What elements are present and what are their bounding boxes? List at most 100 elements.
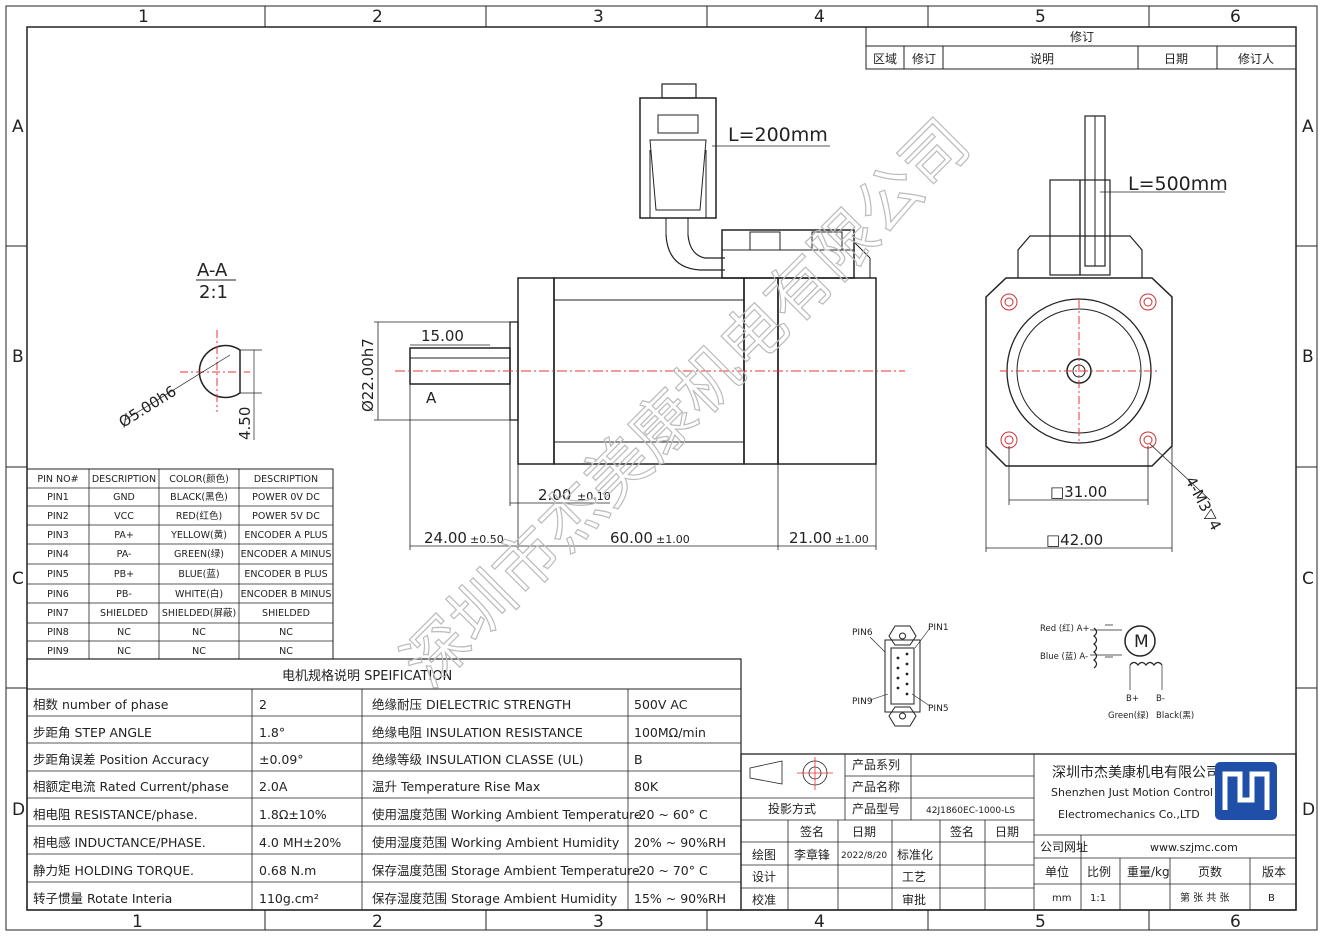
scale: 1:1: [1090, 893, 1106, 904]
pin-table-cell: BLACK(黑色): [170, 491, 228, 503]
spec-cell: 1.8°: [259, 725, 285, 740]
company-en-2: Electromechanics Co.,LTD: [1058, 808, 1200, 821]
spec-cell: 静力矩 HOLDING TORQUE.: [33, 863, 194, 878]
db9-labels: PIN6 PIN1 PIN9 PIN5: [852, 623, 949, 714]
pin-table-header: COLOR(颜色): [169, 473, 229, 485]
pin-table-cell: PIN8: [47, 627, 69, 638]
spec-cell: 使用温度范围 Working Ambient Temperature: [372, 807, 642, 822]
pin-table-cell: PIN3: [47, 530, 69, 541]
pin-table-cell: PIN9: [47, 646, 69, 657]
dim-flange-thk: 2.00: [538, 486, 571, 504]
grid-ticks: [6, 6, 1317, 930]
col-label: 6: [1230, 7, 1241, 27]
spec-cell: 500V AC: [634, 697, 688, 712]
sign-label: 签名: [800, 824, 824, 839]
spec-cell: 保存湿度范围 Storage Ambient Humidity: [372, 891, 618, 906]
motor-symbol: M: [1134, 632, 1149, 652]
grid-col-labels: 1 2 3 4 5 6 1 2 3 4 5 6 A B C D A B C D: [12, 7, 1315, 932]
dim-shaft-len: 15.00: [421, 327, 464, 345]
pin-table-cell: NC: [192, 646, 206, 657]
pin-table-cell: PIN5: [47, 569, 69, 580]
drawer: 李章锋: [794, 847, 830, 862]
dim-encoder-len-tol: ±1.00: [835, 533, 869, 546]
pin-table-cell: ENCODER A PLUS: [244, 530, 327, 541]
version: B: [1268, 893, 1275, 904]
wire-red: Red (红) A+: [1040, 623, 1090, 634]
db9-pin6: PIN6: [852, 628, 873, 638]
wire-bplus: B+: [1126, 694, 1139, 704]
check-label: 校准: [752, 892, 776, 907]
pin-table-cell: BLUE(蓝): [178, 568, 219, 580]
pin-table-cell: POWER 5V DC: [252, 511, 320, 522]
row-label: B: [12, 347, 24, 367]
spec-cell: 相电感 INDUCTANCE/PHASE.: [33, 835, 206, 850]
dim-flange-thk-tol: ±0.10: [577, 490, 611, 503]
db9-pin1: PIN1: [928, 623, 949, 633]
approve-label: 审批: [902, 892, 926, 907]
col-label: 3: [593, 912, 604, 932]
pin-table-cell: PIN7: [47, 608, 69, 619]
side-dimensions: [374, 321, 877, 550]
spec-cell: 步距角误差 Position Accuracy: [33, 752, 210, 767]
pin-table: PIN NO# DESCRIPTION COLOR(颜色) DESCRIPTION PI…: [26, 468, 334, 660]
pin-table-cell: POWER 0V DC: [252, 492, 320, 503]
pin-table-cell: NC: [279, 646, 293, 657]
spec-cell: 4.0 MH±20%: [259, 835, 341, 850]
pin-table-cell: PA-: [117, 549, 132, 560]
rev-header: 日期: [1164, 52, 1188, 66]
pin-table-header: PIN NO#: [37, 474, 78, 485]
row-label: D: [12, 800, 25, 820]
row-label: A: [12, 117, 24, 137]
rev-header: 区域: [873, 52, 897, 66]
col-label: 6: [1230, 912, 1241, 932]
spec-cell: 绝缘电阻 INSULATION RESISTANCE: [372, 725, 583, 740]
dim-body-len-tol: ±1.00: [656, 533, 690, 546]
name-label: 产品名称: [852, 779, 900, 794]
side-dim-text: 15.00 Ø22.00h7 A 2.00 ±0.10 24.00 ±0.50 …: [359, 124, 869, 547]
pin-table-cell: ENCODER A MINUS: [241, 549, 332, 560]
spec-cell: 100MΩ/min: [634, 725, 706, 740]
model-label: 产品型号: [852, 802, 900, 816]
date-label-2: 日期: [995, 825, 1019, 839]
pin-table-header: DESCRIPTION: [254, 474, 318, 485]
spec-cell: 绝缘耐压 DIELECTRIC STRENGTH: [372, 697, 571, 712]
pin-table-cell: PIN6: [47, 589, 69, 600]
spec-cell: 相电阻 RESISTANCE/phase.: [33, 807, 198, 822]
version-label: 版本: [1262, 865, 1286, 879]
wire-green: Green(绿): [1108, 710, 1149, 721]
row-label: B: [1302, 347, 1314, 367]
pin-table-cell: PIN4: [47, 549, 69, 560]
pin-table-cell: NC: [117, 627, 131, 638]
col-label: 3: [593, 7, 604, 27]
spec-cell: 0.68 N.m: [259, 863, 316, 878]
spec-cell: 绝缘等级 INSULATION CLASSE (UL): [372, 752, 584, 767]
pin-table-cell: GREEN(绿): [174, 548, 224, 560]
pin-table-cell: PIN2: [47, 511, 69, 522]
title-block-text: 产品系列 产品名称 投影方式 产品型号 42J1860EC-1000-LS 签名…: [752, 758, 1286, 907]
spec-cell: B: [634, 752, 643, 767]
website-label: 公司网址: [1040, 840, 1088, 854]
section-view: A-A 2:1 Ø5.00h6 4.50: [116, 260, 262, 440]
spec-cell: 步距角 STEP ANGLE: [33, 725, 152, 740]
db9-pin5: PIN5: [928, 704, 949, 714]
pin-table-cell: SHIELDED: [100, 608, 148, 619]
revision-table: 修订 区域 修订 说明 日期 修订人: [865, 26, 1297, 70]
section-title: A-A: [197, 260, 228, 281]
pin-table-cell: WHITE(白): [175, 588, 223, 600]
date-label: 日期: [852, 825, 876, 839]
spec-cell: 2.0A: [259, 779, 288, 794]
spec-cell: 相额定电流 Rated Current/phase: [33, 779, 229, 794]
pin-table-cell: GND: [113, 492, 135, 503]
dim-body-len: 60.00: [610, 529, 653, 547]
spec-cell: -20 ~ 60° C: [634, 807, 708, 822]
pin-table-header: DESCRIPTION: [92, 474, 156, 485]
row-label: A: [1302, 117, 1314, 137]
pin-table-cell: NC: [117, 646, 131, 657]
company-cn: 深圳市杰美康机电有限公司: [1052, 764, 1220, 781]
std-label: 标准化: [897, 848, 933, 862]
spec-cell: 2: [259, 697, 267, 712]
pages-label: 页数: [1198, 864, 1222, 879]
col-label: 5: [1035, 7, 1046, 27]
pages: 第 张 共 张: [1180, 891, 1230, 904]
